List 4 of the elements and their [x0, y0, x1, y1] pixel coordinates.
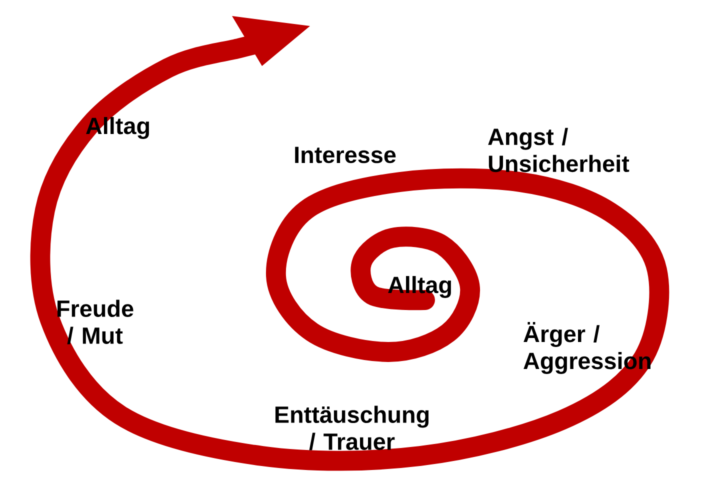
stage-label: Angst / Unsicherheit [488, 128, 630, 172]
stage-label: Interesse [295, 146, 396, 164]
stage-label: Enttäuschung / Trauer [275, 406, 429, 450]
stage-label: Freude / Mut [58, 300, 134, 344]
